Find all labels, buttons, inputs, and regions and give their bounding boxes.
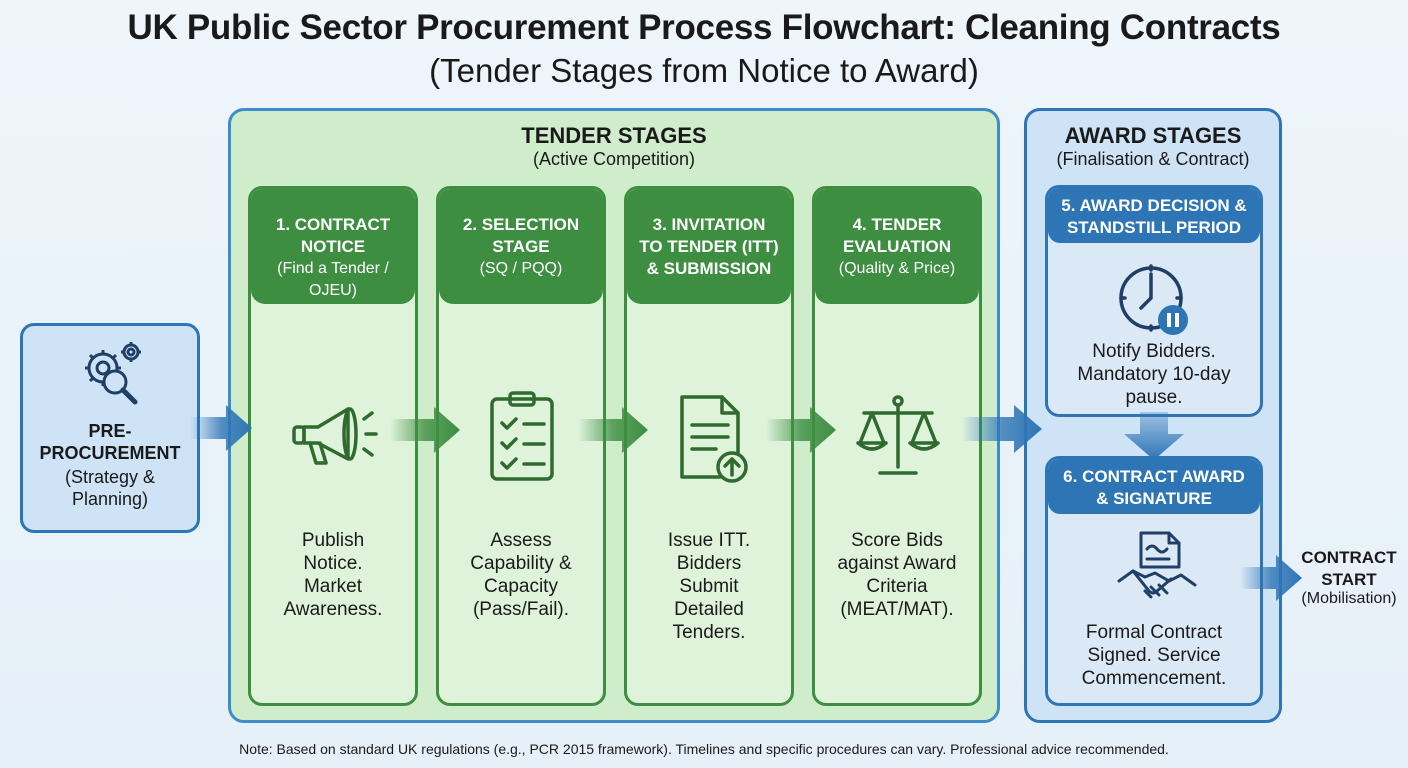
stage-description: Issue ITT. Bidders Submit Detailed Tende… bbox=[667, 530, 751, 643]
stage-contract-notice: 1. CONTRACT NOTICE (Find a Tender / OJEU… bbox=[248, 186, 418, 706]
stage-heading: 2. SELECTION STAGE (SQ / PQQ) bbox=[439, 189, 603, 304]
clipboard-checklist-icon bbox=[490, 391, 554, 481]
handshake-contract-icon bbox=[1117, 531, 1197, 599]
stage-invitation-to-tender: 3. INVITATION TO TENDER (ITT) & SUBMISSI… bbox=[624, 186, 794, 706]
award-heading: 5. AWARD DECISION & STANDSTILL PERIOD bbox=[1048, 188, 1260, 243]
gears-magnifier-icon bbox=[85, 342, 141, 405]
stage-description: Publish Notice. Market Awareness. bbox=[283, 530, 383, 620]
tender-stages-panel: TENDER STAGES (Active Competition) 1. CO… bbox=[228, 108, 1000, 723]
award-description: Formal Contract Signed. Service Commence… bbox=[1081, 622, 1227, 689]
scales-icon bbox=[856, 395, 940, 475]
contract-start-subtitle: (Mobilisation) bbox=[1301, 590, 1397, 607]
stage-description: Assess Capability & Capacity (Pass/Fail)… bbox=[470, 530, 572, 620]
award-panel-title: AWARD STAGES bbox=[1064, 123, 1242, 148]
stage-selection: 2. SELECTION STAGE (SQ / PQQ) Assess Cap… bbox=[436, 186, 606, 706]
stage-heading: 4. TENDER EVALUATION (Quality & Price) bbox=[815, 189, 979, 304]
award-description: Notify Bidders. Mandatory 10-day pause. bbox=[1077, 341, 1231, 408]
arrow-itt-to-evaluation bbox=[766, 407, 836, 453]
contract-start-title: CONTRACT START bbox=[1301, 548, 1397, 589]
page-title: UK Public Sector Procurement Process Flo… bbox=[127, 8, 1281, 47]
stage-heading: 1. CONTRACT NOTICE (Find a Tender / OJEU… bbox=[251, 189, 415, 304]
arrow-evaluation-to-award bbox=[962, 405, 1042, 453]
stage-description: Score Bids against Award Criteria (MEAT/… bbox=[837, 530, 957, 620]
page-subtitle: (Tender Stages from Notice to Award) bbox=[429, 52, 979, 89]
tender-panel-title: TENDER STAGES bbox=[521, 123, 707, 148]
stage-tender-evaluation: 4. TENDER EVALUATION (Quality & Price) S… bbox=[812, 186, 982, 706]
arrow-notice-to-selection bbox=[390, 407, 460, 453]
award-panel-subtitle: (Finalisation & Contract) bbox=[1056, 149, 1250, 169]
clock-pause-icon bbox=[1119, 264, 1188, 335]
arrow-pre-to-notice bbox=[190, 405, 252, 451]
pre-procurement-box: PRE- PROCUREMENT (Strategy & Planning) bbox=[20, 323, 200, 533]
footer-note: Note: Based on standard UK regulations (… bbox=[239, 741, 1169, 757]
pre-procurement-subtitle: (Strategy & Planning) bbox=[64, 467, 156, 509]
arrow-award-decision-to-contract-award bbox=[1124, 412, 1184, 460]
pre-procurement-title: PRE- PROCUREMENT bbox=[39, 421, 181, 463]
stage-award-decision: 5. AWARD DECISION & STANDSTILL PERIOD No… bbox=[1045, 185, 1263, 417]
arrow-selection-to-itt bbox=[578, 407, 648, 453]
document-upload-icon bbox=[680, 395, 748, 483]
stage-contract-award: 6. CONTRACT AWARD & SIGNATURE Formal Con… bbox=[1045, 456, 1263, 706]
stage-heading: 3. INVITATION TO TENDER (ITT) & SUBMISSI… bbox=[627, 189, 791, 304]
megaphone-icon bbox=[292, 407, 378, 465]
award-heading: 6. CONTRACT AWARD & SIGNATURE bbox=[1048, 459, 1260, 514]
arrow-to-contract-start bbox=[1240, 555, 1302, 601]
tender-panel-subtitle: (Active Competition) bbox=[532, 149, 696, 169]
